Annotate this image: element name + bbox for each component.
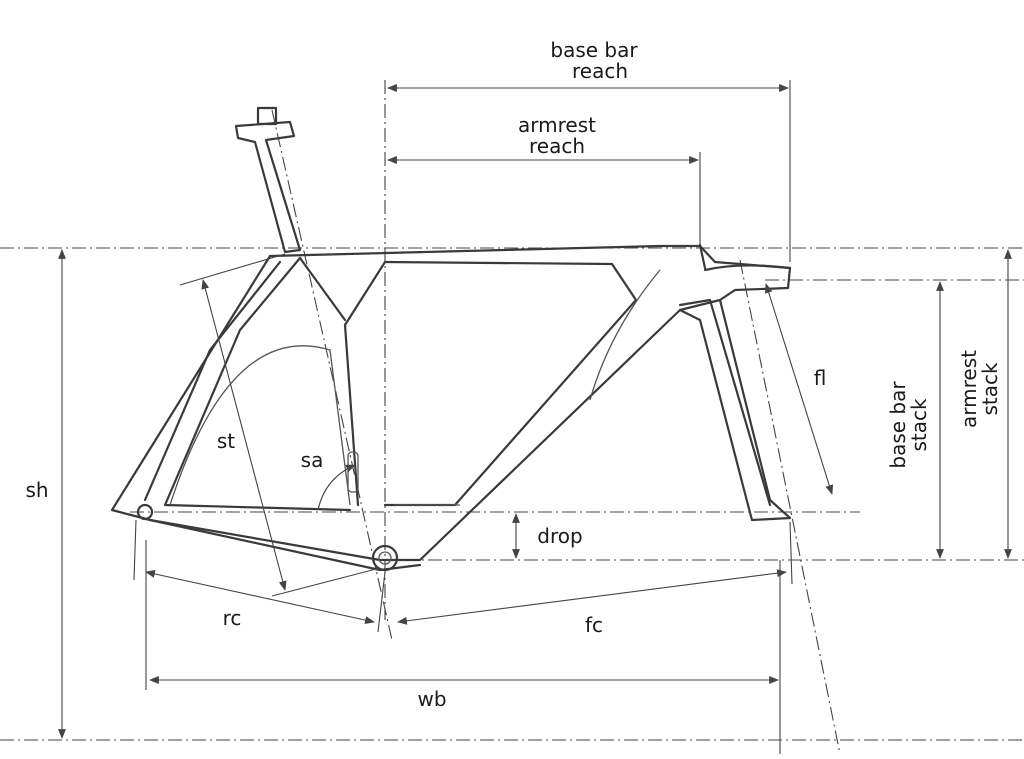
bottom-bracket-inner <box>378 551 392 565</box>
rc-label: rc <box>223 606 242 630</box>
bike-frame <box>110 106 792 572</box>
base-bar-stack-label-2: stack <box>907 398 931 452</box>
base-bar-reach-label-2: reach <box>572 59 628 83</box>
sa-arc <box>317 464 356 511</box>
armrest-stack-label-2: stack <box>978 362 1002 416</box>
st-label: st <box>217 429 235 453</box>
front-triangle-inner <box>383 260 638 507</box>
top-tube <box>268 244 792 302</box>
base-bar-stack-label: base bar stack <box>886 381 931 469</box>
st-dim <box>201 279 287 591</box>
rear-dropout <box>136 503 154 521</box>
base-bar-stack-label-1: base bar <box>886 381 910 469</box>
armrest-reach-label-2: reach <box>529 134 585 158</box>
dimension-labels: base bar reach armrest reach sh st sa fl… <box>25 38 1002 711</box>
frame-outline <box>110 254 792 562</box>
armrest-block <box>698 243 707 270</box>
steering-axis <box>739 259 841 755</box>
seatpost-clamp <box>256 106 278 126</box>
fc-label: fc <box>585 613 603 637</box>
base-bar <box>703 264 792 272</box>
fl-label: fl <box>814 366 827 390</box>
fork-shadow <box>589 269 661 401</box>
reference-lines <box>0 80 1024 755</box>
st-ext-top <box>179 253 286 286</box>
st-ext-bottom <box>271 567 381 597</box>
seat-tube-axis <box>271 109 393 641</box>
seat-tube-top <box>298 256 347 322</box>
wb-label: wb <box>417 687 446 711</box>
seat-stay <box>163 256 352 512</box>
dimension-lines <box>58 80 1012 754</box>
fc-dim <box>397 569 787 625</box>
fc-ext-front <box>789 521 793 585</box>
seat-tube-front <box>343 260 387 507</box>
fl-dim <box>764 283 834 495</box>
armrest-reach-label-1: armrest <box>518 113 596 137</box>
drop-label: drop <box>537 524 582 548</box>
armrest-stack-label-1: armrest <box>957 350 981 428</box>
fork-blade <box>678 298 772 507</box>
rc-ext-rear <box>133 519 137 581</box>
sh-label: sh <box>25 478 48 502</box>
rc-ext-bb <box>377 571 386 633</box>
base-bar-reach-label-1: base bar <box>550 38 638 62</box>
rear-wheel-cutout <box>169 345 351 506</box>
seat-stay-outer <box>143 260 282 502</box>
seatpost <box>234 120 302 254</box>
bottom-bracket <box>371 544 399 572</box>
rc-dim <box>145 570 375 624</box>
armrest-stack-label: armrest stack <box>957 350 1002 428</box>
sa-label: sa <box>301 448 324 472</box>
